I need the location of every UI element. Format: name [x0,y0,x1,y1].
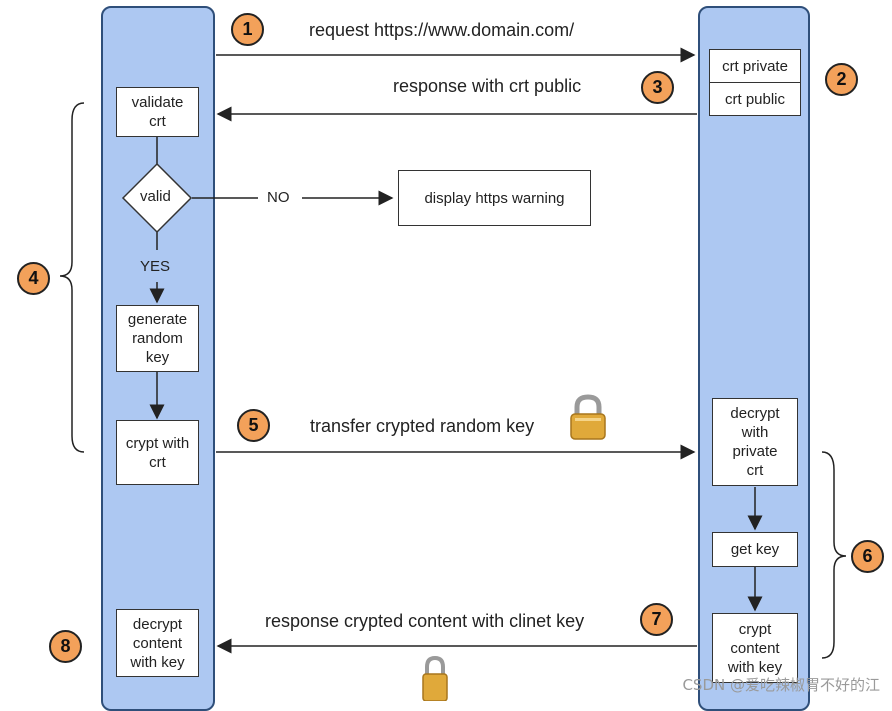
step-badge-1: 1 [231,13,264,46]
padlock-icon [570,394,606,440]
step-badge-7: 7 [640,603,673,636]
get-key-box: get key [712,532,798,567]
generate-random-key-box: generate random key [116,305,199,372]
valid-diamond [121,162,193,234]
crt-public-box: crt public [709,82,801,116]
step-badge-4: 4 [17,262,50,295]
transfer-key-label: transfer crypted random key [310,416,535,436]
step-badge-6: 6 [851,540,884,573]
decrypt-content-box: decrypt content with key [116,609,199,677]
crypt-with-crt-box: crypt with crt [116,420,199,485]
step-badge-2: 2 [825,63,858,96]
validate-crt-box: validate crt [116,87,199,137]
response-content-label: response crypted content with clinet key [265,611,585,631]
response-cert-label: response with crt public [393,76,582,96]
decrypt-private-crt-box: decrypt with private crt [712,398,798,486]
brace-step-4 [59,102,85,453]
step-badge-8: 8 [49,630,82,663]
watermark: CSDN @爱吃辣椒胃不好的江 [682,676,880,694]
no-label: NO [267,189,290,206]
crypt-content-box: crypt content with key [712,613,798,683]
step-badge-3: 3 [641,71,674,104]
padlock-icon [422,655,448,701]
display-warning-box: display https warning [398,170,591,226]
step-badge-5: 5 [237,409,270,442]
yes-label: YES [140,258,171,275]
crt-private-box: crt private [709,49,801,83]
request-label: request https://www.domain.com/ [309,20,575,40]
server-lane [698,6,810,711]
valid-label: valid [140,188,171,205]
brace-step-6 [821,451,847,659]
